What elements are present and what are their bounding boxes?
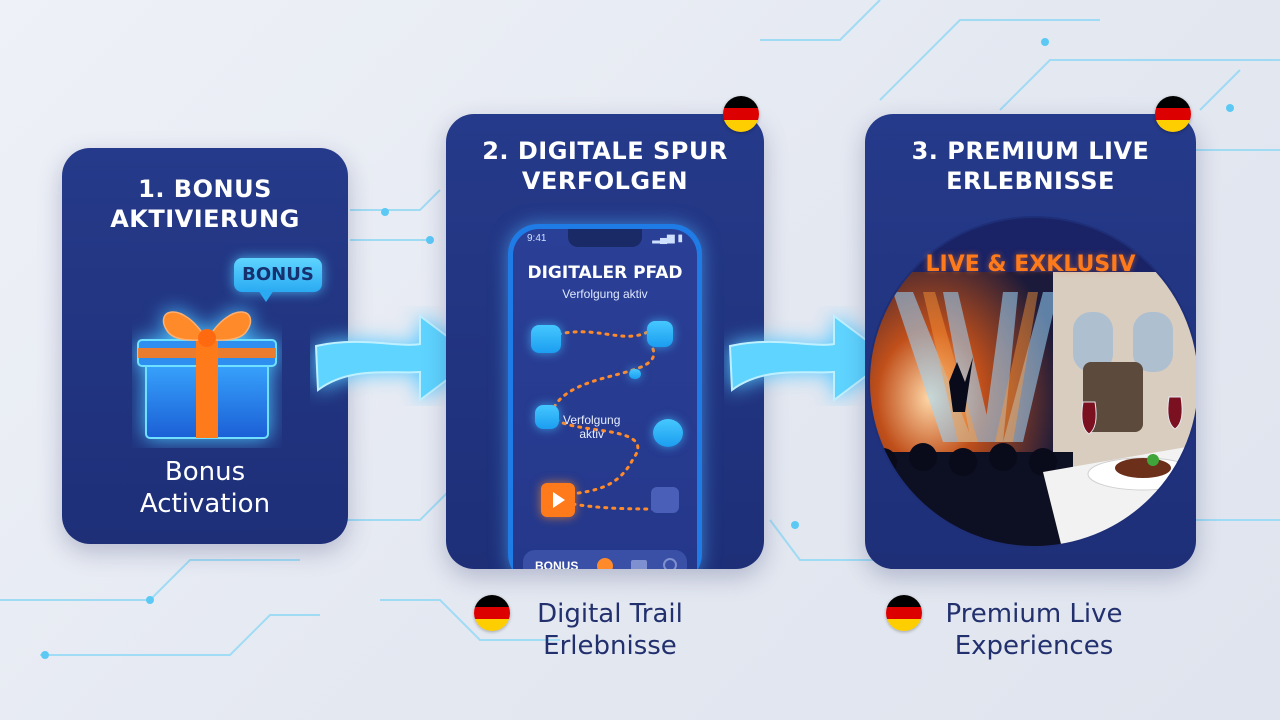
step-2-caption-line2: Erlebnisse	[543, 631, 677, 661]
step-1-title-line2: AKTIVIERUNG	[110, 205, 300, 233]
phone-notch	[568, 229, 642, 247]
phone-heading: DIGITALER PFAD	[527, 263, 683, 283]
step-3-caption: Premium Live Experiences	[928, 598, 1140, 662]
gift-box-icon	[137, 311, 277, 439]
coin-icon[interactable]	[597, 558, 613, 569]
step-1-caption: Bonus Activation	[62, 456, 348, 520]
bonus-badge-text: BONUS	[242, 264, 314, 285]
tracking-label: Verfolgung aktiv	[563, 413, 620, 441]
chat-bubble-icon	[653, 419, 683, 447]
step-3-title-line2: ERLEBNISSE	[946, 167, 1115, 195]
german-flag-icon	[1155, 96, 1191, 132]
step-3-title-line1: 3. PREMIUM LIVE	[911, 137, 1150, 165]
bonus-badge: BONUS	[234, 258, 322, 292]
folder-icon[interactable]	[631, 560, 647, 569]
step-2-title-line2: VERFOLGEN	[521, 167, 689, 195]
step-2-title: 2. DIGITALE SPUR VERFOLGEN	[446, 136, 764, 196]
phone-subheading: Verfolgung aktiv	[562, 287, 648, 301]
step-2-caption-line1: Digital Trail	[537, 599, 683, 629]
step-3-title: 3. PREMIUM LIVE ERLEBNISSE	[865, 136, 1196, 196]
cart-bubble-icon	[647, 321, 673, 347]
step-card-digital-trail: 2. DIGITALE SPUR VERFOLGEN 9:41 ▂▄▆ ▮ DI…	[446, 114, 764, 569]
phone-tab-bar: BONUS	[523, 550, 687, 569]
badge-tail	[258, 290, 274, 302]
cart-bubble-icon	[535, 405, 559, 429]
step-1-caption-line2: Activation	[139, 489, 271, 519]
play-button[interactable]	[541, 483, 575, 517]
step-2-caption: Digital Trail Erlebnisse	[520, 598, 700, 662]
step-3-caption-line2: Experiences	[954, 631, 1114, 661]
german-flag-icon	[723, 96, 759, 132]
step-3-caption-line1: Premium Live	[945, 599, 1123, 629]
step-2-title-line1: 2. DIGITALE SPUR	[482, 137, 728, 165]
cart-bubble-icon	[531, 325, 561, 353]
smartphone: 9:41 ▂▄▆ ▮ DIGITALER PFAD Verfolgung akt…	[508, 224, 702, 569]
tracking-label-line1: Verfolgung	[563, 413, 621, 427]
step-card-bonus-activation: 1. BONUS AKTIVIERUNG BONUS Bonus Activat…	[62, 148, 348, 544]
chat-bubble-icon	[629, 369, 641, 379]
search-icon[interactable]	[663, 558, 677, 569]
german-flag-icon	[886, 595, 922, 631]
step-card-premium-live: 3. PREMIUM LIVE ERLEBNISSE	[865, 114, 1196, 569]
step-1-title-line1: 1. BONUS	[138, 175, 272, 203]
live-experience-image	[868, 216, 1196, 548]
step-1-title: 1. BONUS AKTIVIERUNG	[62, 174, 348, 234]
arrow-right-icon	[728, 314, 892, 402]
german-flag-icon	[474, 595, 510, 631]
status-time: 9:41	[527, 233, 547, 244]
step-1-caption-line1: Bonus	[164, 457, 246, 487]
phone-screen: 9:41 ▂▄▆ ▮ DIGITALER PFAD Verfolgung akt…	[513, 229, 697, 569]
status-icons: ▂▄▆ ▮	[652, 233, 683, 244]
play-icon	[553, 492, 565, 508]
live-banner: LIVE & EXKLUSIV	[925, 252, 1136, 277]
chat-bubble-icon	[651, 487, 679, 513]
tab-bonus[interactable]: BONUS	[535, 559, 579, 569]
tracking-label-line2: aktiv	[579, 427, 605, 441]
